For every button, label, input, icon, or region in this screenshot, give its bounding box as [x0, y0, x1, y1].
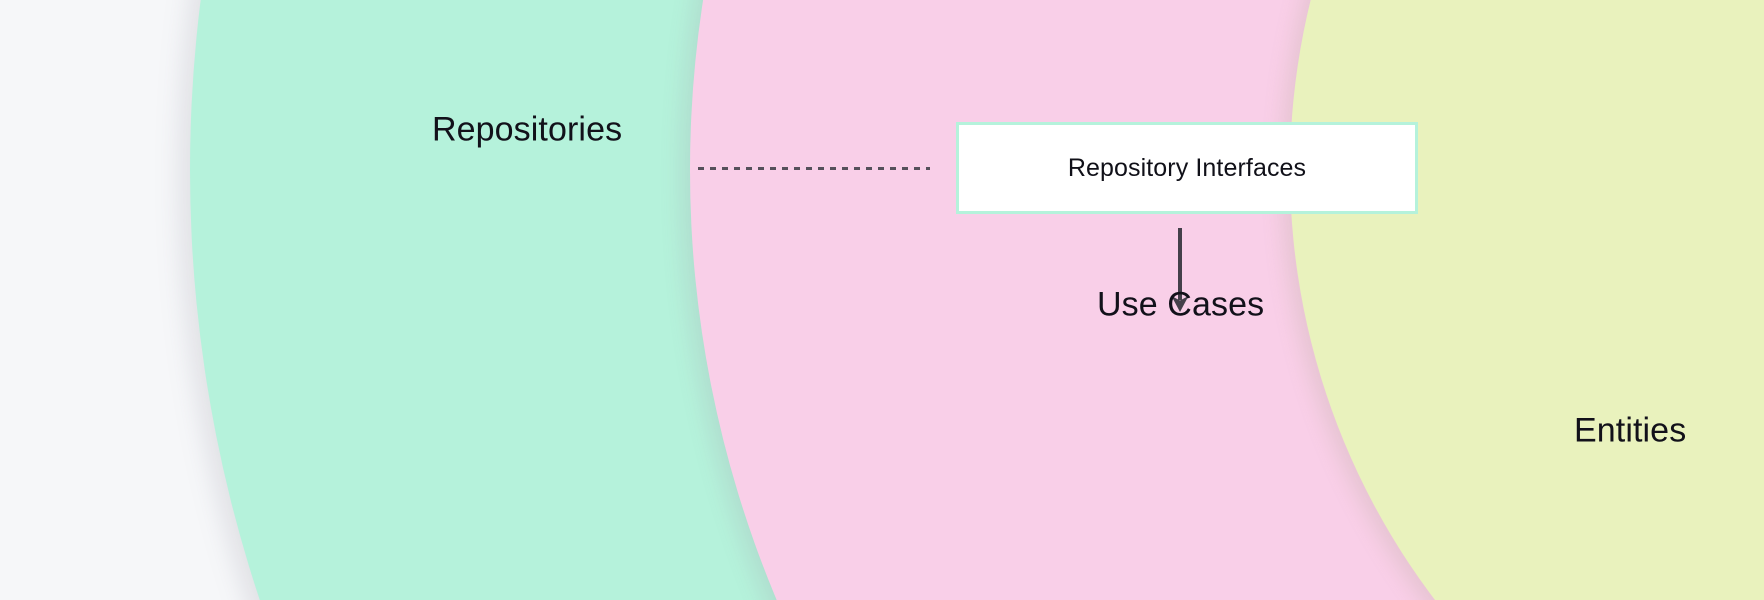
- node-repository-interfaces-label: Repository Interfaces: [1067, 153, 1307, 182]
- layer-circle-repositories: [190, 0, 1764, 600]
- dotted-connector-line: [698, 167, 930, 170]
- node-repository-interfaces[interactable]: Repository Interfaces: [956, 122, 1418, 214]
- arrow-down-icon: [1171, 228, 1189, 312]
- layer-circle-entities: [1290, 0, 1764, 600]
- layer-label-entities: Entities: [1574, 411, 1687, 450]
- layer-label-repositories: Repositories: [432, 110, 623, 149]
- layer-label-use-cases: Use Cases: [1097, 285, 1265, 324]
